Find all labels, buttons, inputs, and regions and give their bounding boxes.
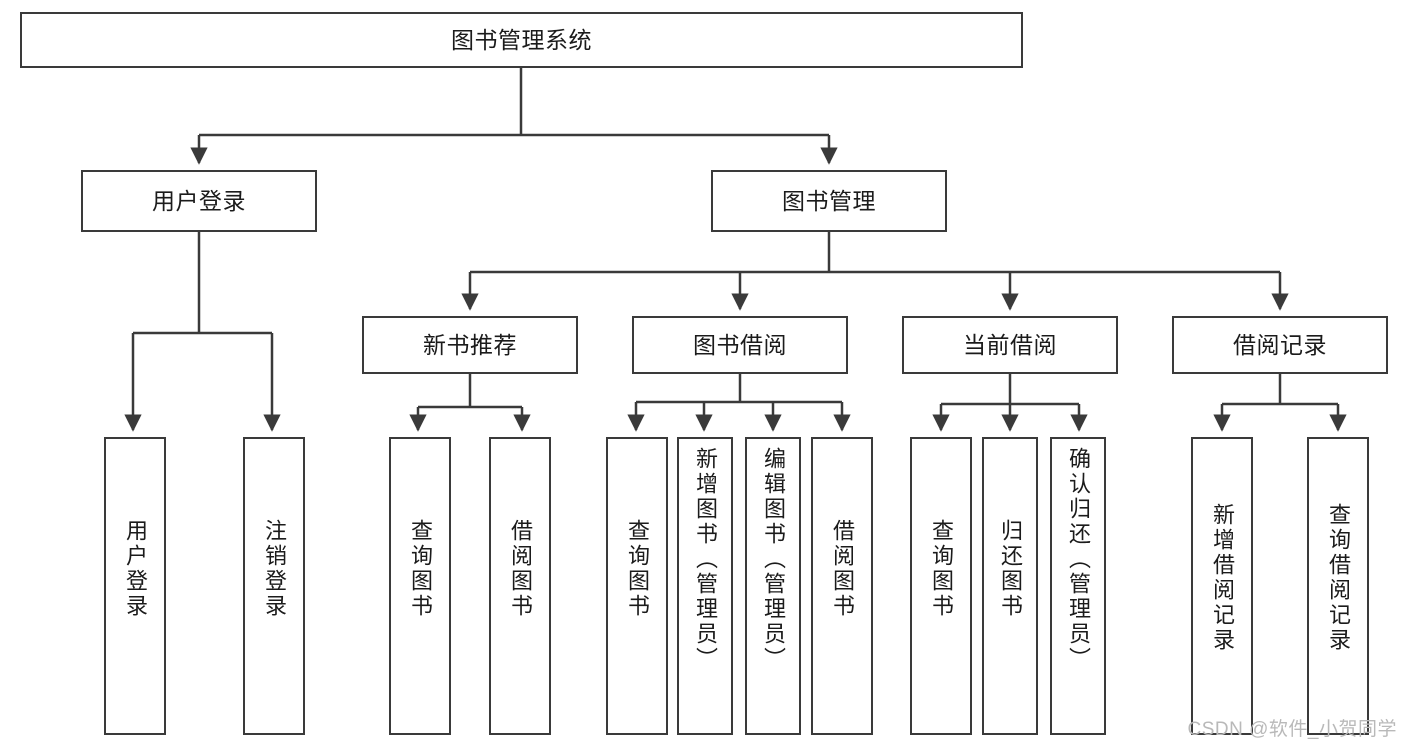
node-label: 图书借阅: [693, 331, 787, 358]
node-current-borrow[interactable]: 当前借阅: [902, 316, 1118, 374]
node-book-management[interactable]: 图书管理: [711, 170, 947, 232]
node-label: 注销登录: [262, 519, 287, 619]
node-label: 图书管理: [782, 187, 876, 214]
node-label: 借阅记录: [1233, 331, 1327, 358]
node-label: 借阅图书: [830, 519, 855, 619]
node-label: 借阅图书: [508, 519, 533, 619]
leaf-query-book-borrow[interactable]: 查询图书: [606, 437, 668, 735]
leaf-user-login-action[interactable]: 用户登录: [104, 437, 166, 735]
node-label: 归还图书: [998, 519, 1023, 619]
leaf-edit-book-admin[interactable]: 编辑图书（管理员）: [745, 437, 801, 735]
leaf-borrow-book-action[interactable]: 借阅图书: [811, 437, 873, 735]
leaf-user-logout[interactable]: 注销登录: [243, 437, 305, 735]
node-label: 查询借阅记录: [1326, 503, 1351, 653]
node-new-book-recommend[interactable]: 新书推荐: [362, 316, 578, 374]
node-label: 新书推荐: [423, 331, 517, 358]
node-label: 图书管理系统: [451, 26, 592, 53]
node-label: 用户登录: [123, 519, 148, 619]
csdn-watermark: CSDN @软件_小贺同学: [1187, 719, 1397, 740]
node-label: 当前借阅: [963, 331, 1057, 358]
leaf-add-borrow-record[interactable]: 新增借阅记录: [1191, 437, 1253, 735]
leaf-add-book-admin[interactable]: 新增图书（管理员）: [677, 437, 733, 735]
node-label: 新增借阅记录: [1210, 503, 1235, 653]
leaf-borrow-book-recommend[interactable]: 借阅图书: [489, 437, 551, 735]
node-label: 查询图书: [929, 519, 954, 619]
node-label: 编辑图书（管理员）: [761, 447, 786, 672]
node-label: 查询图书: [625, 519, 650, 619]
node-label: 确认归还（管理员）: [1066, 447, 1091, 672]
node-label: 新增图书（管理员）: [693, 447, 718, 672]
node-user-login[interactable]: 用户登录: [81, 170, 317, 232]
leaf-query-book-current[interactable]: 查询图书: [910, 437, 972, 735]
node-root-system[interactable]: 图书管理系统: [20, 12, 1023, 68]
node-label: 用户登录: [152, 187, 246, 214]
leaf-query-book-recommend[interactable]: 查询图书: [389, 437, 451, 735]
node-borrow-record[interactable]: 借阅记录: [1172, 316, 1388, 374]
leaf-query-borrow-record[interactable]: 查询借阅记录: [1307, 437, 1369, 735]
leaf-return-book[interactable]: 归还图书: [982, 437, 1038, 735]
node-label: 查询图书: [408, 519, 433, 619]
node-book-borrow[interactable]: 图书借阅: [632, 316, 848, 374]
leaf-confirm-return-admin[interactable]: 确认归还（管理员）: [1050, 437, 1106, 735]
